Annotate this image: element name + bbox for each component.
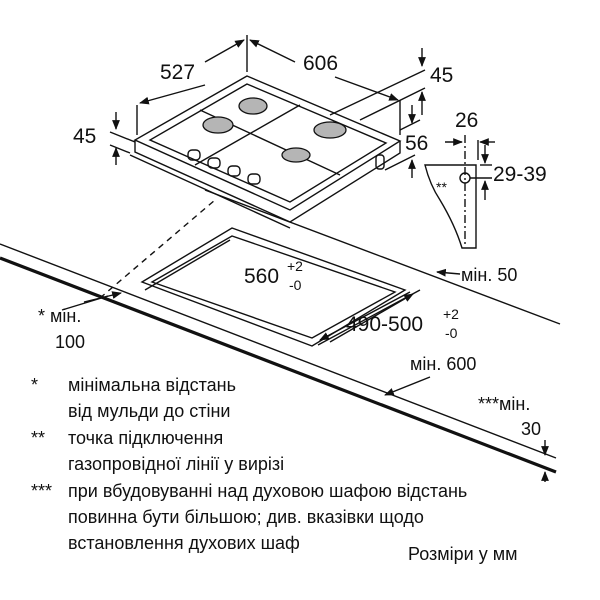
dim-min-thickness-value: 30 [521,419,541,439]
worktop [0,189,561,474]
hob [129,75,402,229]
dim-min-back: мін. 50 [461,265,517,285]
gas-connection-mark: ** [436,179,447,195]
dim-height-right: 45 [430,64,453,87]
legend-line: встановлення духових шаф [68,533,300,553]
legend-line: мінімальна відстань [68,375,236,395]
legend-line: від мульди до стіни [68,401,230,421]
dim-min-thickness-label: ***мін. [478,394,530,414]
dim-min-front: мін. 600 [410,354,476,374]
dim-min-wall-label: * мін. [38,306,81,326]
legend-mark: ** [31,428,45,448]
units-note: Розміри у мм [408,544,517,564]
dim-height-left: 45 [73,125,96,148]
legend-line: точка підключення [68,428,223,448]
cutout [140,227,407,347]
dim-min-wall-value: 100 [55,332,85,352]
dim-depth: 527 [160,61,195,84]
legend-mark: * [31,375,38,395]
dim-cutout-depth: 490-500 [346,313,423,336]
dim-width: 606 [303,52,338,75]
dimension-lines [61,35,549,482]
legend: * мінімальна відстань від мульди до стін… [31,375,467,553]
legend-line: повинна бути більшою; див. вказівки щодо [68,507,424,527]
legend-line: при вбудовуванні над духовою шафою відст… [68,481,467,501]
control-knobs [187,149,261,185]
gas-connection-detail [424,135,495,249]
dim-gas-height: 29-39 [493,163,547,186]
legend-line: газопровідної лінії у вирізі [68,454,284,474]
dim-cutout-width: 560 [244,265,279,288]
dim-cutout-width-tol-plus: +2 [287,258,303,274]
dim-cutout-depth-tol-plus: +2 [443,306,459,322]
dim-cutout-depth-tol-minus: -0 [445,325,458,341]
dim-gas-offset: 26 [455,109,478,132]
dim-cutout-width-tol-minus: -0 [289,277,302,293]
legend-mark: *** [31,481,52,501]
dim-leg-height: 56 [405,132,428,155]
